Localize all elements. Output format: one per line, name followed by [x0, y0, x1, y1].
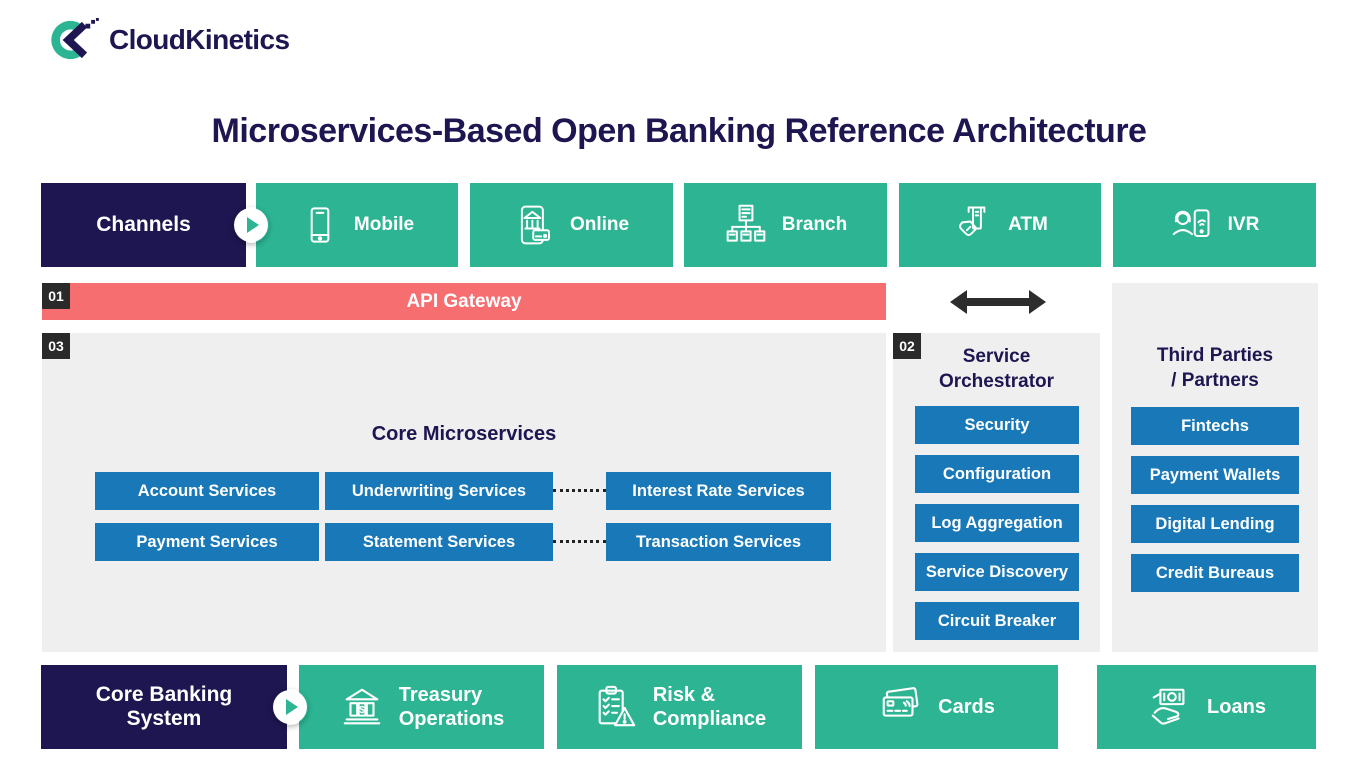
channel-atm: ATM [899, 183, 1101, 267]
brand-logo: CloudKinetics [45, 18, 290, 62]
orchestrator-box: Circuit Breaker [915, 602, 1079, 640]
orchestrator-box: Configuration [915, 455, 1079, 493]
core-banking-cards: Cards [815, 665, 1058, 749]
orchestrator-box: Security [915, 406, 1079, 444]
dotted-connector [553, 540, 606, 543]
dotted-connector [553, 489, 606, 492]
core-banking-item-label: Cards [938, 696, 995, 718]
api-gateway-label: API Gateway [406, 290, 522, 312]
service-box: Interest Rate Services [606, 472, 831, 510]
core-banking-loans: Loans [1097, 665, 1316, 749]
core-banking-label: Core Banking System [95, 683, 233, 730]
service-orchestrator-panel: Service Orchestrator Security Configurat… [893, 333, 1100, 652]
channel-label: Online [569, 214, 630, 235]
atm-card-hand-icon [952, 204, 994, 246]
core-banking-treasury: $ Treasury Operations [299, 665, 544, 749]
step-badge-02: 02 [893, 333, 921, 359]
channel-label: Branch [781, 214, 848, 235]
channel-ivr: IVR [1113, 183, 1316, 267]
page-title: Microservices-Based Open Banking Referen… [211, 112, 1147, 150]
brand-name: CloudKinetics [109, 24, 290, 55]
core-microservices-panel: Core Microservices Account Services Unde… [42, 333, 886, 652]
bank-building-icon: $ [339, 684, 385, 730]
ivr-agent-phone-icon [1170, 203, 1214, 247]
play-icon [233, 207, 269, 243]
channel-label: ATM [1008, 214, 1048, 235]
third-party-box: Digital Lending [1131, 505, 1299, 543]
third-party-box: Payment Wallets [1131, 456, 1299, 494]
channel-mobile: Mobile [256, 183, 458, 267]
core-banking-header: Core Banking System [41, 665, 287, 749]
service-box: Underwriting Services [325, 472, 553, 510]
core-banking-item-label: Treasury Operations [398, 684, 505, 730]
channels-label: Channels [96, 213, 191, 236]
service-box: Payment Services [95, 523, 319, 561]
loan-cash-hand-icon [1147, 684, 1193, 730]
channel-online: Online [470, 183, 673, 267]
service-orchestrator-title: Service Orchestrator [938, 346, 1055, 393]
third-party-box: Credit Bureaus [1131, 554, 1299, 592]
core-banking-item-label: Risk & Compliance [652, 684, 767, 730]
credit-cards-icon [878, 684, 924, 730]
cloudkinetics-logo-icon [45, 18, 101, 62]
core-microservices-title: Core Microservices [371, 423, 557, 445]
branch-network-icon [724, 203, 768, 247]
channel-label: Mobile [353, 214, 415, 235]
play-icon [272, 689, 308, 725]
compliance-clipboard-icon [593, 684, 639, 730]
core-banking-item-label: Loans [1207, 696, 1266, 718]
third-parties-title: Third Parties / Partners [1156, 345, 1274, 392]
channels-header: Channels [41, 183, 246, 267]
svg-text:$: $ [359, 704, 365, 716]
channel-label: IVR [1227, 214, 1260, 235]
step-badge-01: 01 [42, 283, 70, 309]
smartphone-icon [300, 205, 340, 245]
orchestrator-box: Log Aggregation [915, 504, 1079, 542]
channel-branch: Branch [684, 183, 887, 267]
service-box: Account Services [95, 472, 319, 510]
third-party-box: Fintechs [1131, 407, 1299, 445]
step-badge-03: 03 [42, 333, 70, 359]
third-parties-panel: Third Parties / Partners Fintechs Paymen… [1112, 283, 1318, 652]
double-arrow-icon [950, 289, 1046, 315]
core-banking-risk: Risk & Compliance [557, 665, 802, 749]
api-gateway-bar: API Gateway [42, 283, 886, 320]
online-banking-icon [514, 204, 556, 246]
orchestrator-box: Service Discovery [915, 553, 1079, 591]
service-box: Transaction Services [606, 523, 831, 561]
service-box: Statement Services [325, 523, 553, 561]
